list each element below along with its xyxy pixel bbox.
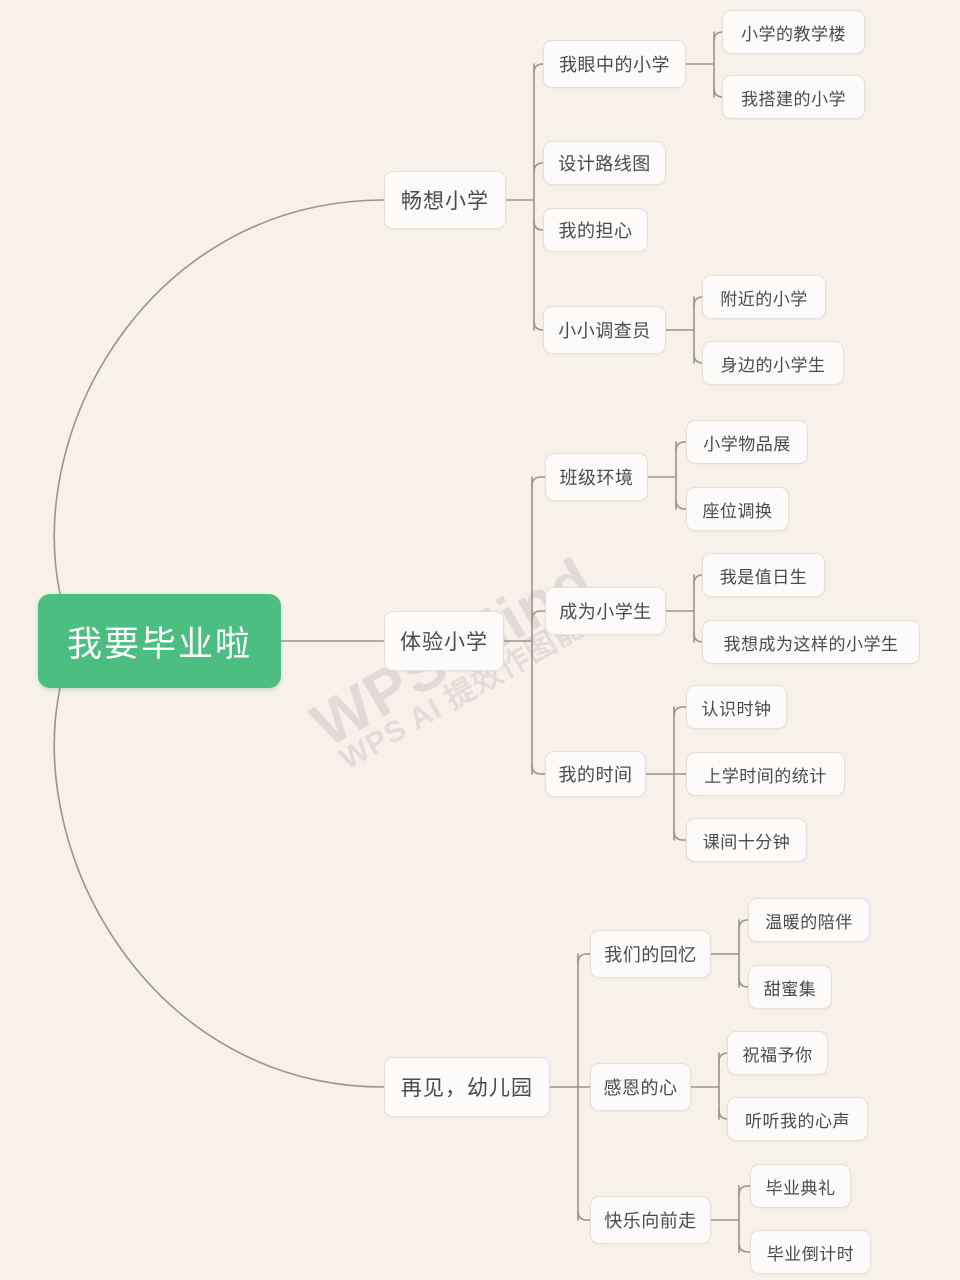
node-label: 祝福予你 xyxy=(742,1045,813,1065)
connector-line xyxy=(738,1185,751,1196)
node-label: 小学的教学楼 xyxy=(741,24,846,44)
node-label: 身边的小学生 xyxy=(720,355,826,375)
node-小学的教学楼[interactable]: 小学的教学楼 xyxy=(722,10,865,54)
node-label: 毕业倒计时 xyxy=(766,1244,855,1264)
connector-line xyxy=(533,320,544,331)
connector-line xyxy=(675,499,687,510)
connector-line xyxy=(533,220,544,231)
connector-line xyxy=(533,63,544,74)
node-label: 我们的回忆 xyxy=(604,945,697,965)
node-label: 课间十分钟 xyxy=(702,832,791,852)
connector-line xyxy=(738,1242,751,1253)
connector-line xyxy=(577,953,591,964)
node-我要毕业啦[interactable]: 我要毕业啦 xyxy=(38,594,281,688)
node-我眼中的小学[interactable]: 我眼中的小学 xyxy=(543,40,686,88)
connector-line xyxy=(675,441,687,452)
node-畅想小学[interactable]: 畅想小学 xyxy=(384,171,506,229)
connector-line xyxy=(673,830,687,841)
node-身边的小学生[interactable]: 身边的小学生 xyxy=(702,341,844,385)
node-label: 附近的小学 xyxy=(720,289,808,309)
node-成为小学生[interactable]: 成为小学生 xyxy=(545,587,666,635)
node-label: 我想成为这样的小学生 xyxy=(723,634,899,654)
node-label: 我的时间 xyxy=(558,765,633,785)
connector-line xyxy=(738,919,749,930)
connector-line xyxy=(577,1210,591,1221)
node-label: 上学时间的统计 xyxy=(704,766,827,786)
node-label: 我要毕业啦 xyxy=(66,624,252,664)
node-label: 设计路线图 xyxy=(558,154,651,174)
node-我搭建的小学[interactable]: 我搭建的小学 xyxy=(722,75,865,119)
node-label: 毕业典礼 xyxy=(765,1178,836,1198)
node-label: 成为小学生 xyxy=(559,602,652,622)
connector-line xyxy=(533,162,544,173)
node-label: 我搭建的小学 xyxy=(741,89,846,109)
node-上学时间的统计[interactable]: 上学时间的统计 xyxy=(686,752,845,796)
node-小学物品展[interactable]: 小学物品展 xyxy=(686,420,808,464)
connector-line xyxy=(53,687,385,1088)
node-再见幼儿园[interactable]: 再见，幼儿园 xyxy=(384,1057,550,1117)
connector-line xyxy=(673,706,687,717)
node-label: 再见，幼儿园 xyxy=(401,1077,533,1100)
connector-line xyxy=(531,476,546,487)
node-我们的回忆[interactable]: 我们的回忆 xyxy=(590,930,711,978)
node-label: 认识时钟 xyxy=(701,699,772,719)
node-听听我的心声[interactable]: 听听我的心声 xyxy=(727,1097,868,1141)
node-附近的小学[interactable]: 附近的小学 xyxy=(702,275,826,319)
node-label: 听听我的心声 xyxy=(745,1111,850,1131)
node-设计路线图[interactable]: 设计路线图 xyxy=(543,141,666,185)
node-label: 畅想小学 xyxy=(401,190,489,213)
node-我想成为这样的小学生[interactable]: 我想成为这样的小学生 xyxy=(702,620,920,664)
node-祝福予你[interactable]: 祝福予你 xyxy=(727,1031,828,1075)
node-毕业典礼[interactable]: 毕业典礼 xyxy=(750,1164,851,1208)
node-感恩的心[interactable]: 感恩的心 xyxy=(590,1063,691,1111)
connector-line xyxy=(738,977,749,988)
node-课间十分钟[interactable]: 课间十分钟 xyxy=(686,818,807,862)
node-毕业倒计时[interactable]: 毕业倒计时 xyxy=(750,1230,871,1274)
node-快乐向前走[interactable]: 快乐向前走 xyxy=(590,1196,711,1244)
node-我的担心[interactable]: 我的担心 xyxy=(543,208,648,252)
node-label: 我眼中的小学 xyxy=(559,55,670,75)
node-label: 我是值日生 xyxy=(719,567,808,587)
node-我的时间[interactable]: 我的时间 xyxy=(545,751,646,797)
node-label: 快乐向前走 xyxy=(604,1211,697,1231)
node-label: 班级环境 xyxy=(559,468,634,488)
node-label: 小学物品展 xyxy=(703,434,791,454)
node-label: 座位调换 xyxy=(702,501,773,521)
node-label: 温暖的陪伴 xyxy=(765,912,853,932)
node-温暖的陪伴[interactable]: 温暖的陪伴 xyxy=(748,898,870,942)
node-label: 甜蜜集 xyxy=(763,979,817,999)
node-label: 我的担心 xyxy=(558,221,633,241)
connector-line xyxy=(531,610,546,621)
node-认识时钟[interactable]: 认识时钟 xyxy=(686,685,787,729)
node-label: 小小调查员 xyxy=(558,321,651,341)
node-小小调查员[interactable]: 小小调查员 xyxy=(543,306,666,354)
node-label: 感恩的心 xyxy=(603,1078,678,1098)
node-label: 体验小学 xyxy=(400,631,488,654)
connector-line xyxy=(53,199,385,595)
node-座位调换[interactable]: 座位调换 xyxy=(686,487,789,531)
node-体验小学[interactable]: 体验小学 xyxy=(384,611,504,671)
node-我是值日生[interactable]: 我是值日生 xyxy=(702,553,825,597)
node-甜蜜集[interactable]: 甜蜜集 xyxy=(748,965,832,1009)
node-班级环境[interactable]: 班级环境 xyxy=(545,453,648,501)
connector-line xyxy=(531,764,546,775)
